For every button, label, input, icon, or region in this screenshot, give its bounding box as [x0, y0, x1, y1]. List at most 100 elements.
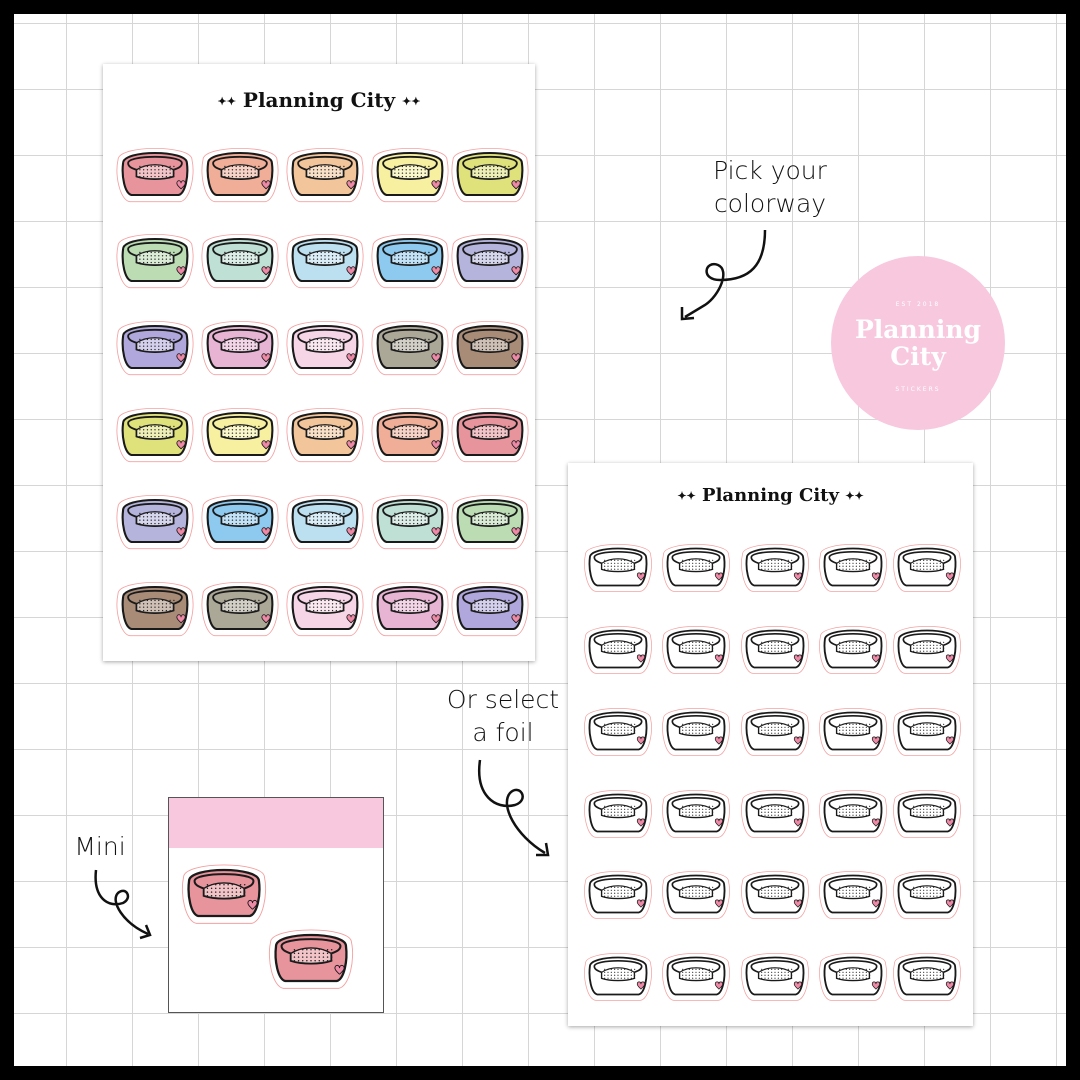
logo-name-line2: City: [890, 342, 946, 371]
pet-bed-sticker: [368, 227, 452, 297]
pet-bed-sticker: [198, 227, 282, 297]
pet-bed-icon: [116, 495, 194, 550]
pet-bed-sticker: [890, 947, 964, 1009]
sheet-title-text: Planning City: [702, 485, 839, 506]
pet-bed-icon: [662, 871, 730, 919]
colorway-sticker-sheet: ✦✦ Planning City ✦✦: [103, 64, 535, 661]
pet-bed-sticker: [368, 141, 452, 211]
curly-arrow-icon: [477, 759, 550, 857]
foil-sticker-sheet: ✦✦ Planning City ✦✦: [568, 463, 973, 1026]
pet-bed-sticker: [368, 488, 452, 558]
pet-bed-icon: [893, 626, 961, 674]
pet-bed-icon: [201, 148, 279, 203]
pet-bed-icon: [116, 234, 194, 289]
pet-bed-sticker: [113, 227, 197, 297]
curly-arrow-icon: [680, 229, 767, 321]
pet-bed-icon: [662, 790, 730, 838]
pet-bed-icon: [741, 626, 809, 674]
pet-bed-icon: [893, 953, 961, 1001]
sheet-title: ✦✦ Planning City ✦✦: [568, 485, 973, 506]
mini-card-header: [169, 798, 383, 848]
pet-bed-sticker: [816, 620, 890, 682]
sheet-title-text: Planning City: [242, 88, 396, 112]
pet-bed-sticker: [738, 620, 812, 682]
pet-bed-sticker: [448, 227, 532, 297]
pet-bed-sticker: [198, 401, 282, 471]
sparkle-icon: ✦✦: [677, 489, 696, 503]
pet-bed-sticker: [659, 947, 733, 1009]
pet-bed-icon: [451, 495, 529, 550]
pet-bed-icon: [584, 708, 652, 756]
pet-bed-icon: [451, 321, 529, 376]
foil-line2: a foil: [472, 718, 534, 747]
pet-bed-sticker: [738, 538, 812, 600]
pet-bed-icon: [371, 582, 449, 637]
pet-bed-icon: [741, 708, 809, 756]
pet-bed-icon: [201, 495, 279, 550]
pet-bed-icon: [584, 626, 652, 674]
pet-bed-icon: [116, 321, 194, 376]
pet-bed-sticker: [178, 857, 270, 933]
pet-bed-icon: [819, 708, 887, 756]
pet-bed-sticker: [581, 620, 655, 682]
pet-bed-sticker: [283, 401, 367, 471]
pet-bed-sticker: [890, 702, 964, 764]
pet-bed-icon: [893, 871, 961, 919]
pet-bed-icon: [371, 408, 449, 463]
pet-bed-sticker: [816, 702, 890, 764]
pet-bed-icon: [451, 408, 529, 463]
pet-bed-icon: [181, 864, 267, 924]
colorway-line2: colorway: [713, 189, 827, 218]
pet-bed-sticker: [283, 575, 367, 645]
pet-bed-sticker: [198, 488, 282, 558]
pet-bed-icon: [116, 582, 194, 637]
pet-bed-icon: [819, 871, 887, 919]
curly-arrow-icon: [94, 869, 152, 940]
pet-bed-icon: [819, 790, 887, 838]
pet-bed-icon: [201, 321, 279, 376]
pet-bed-icon: [116, 148, 194, 203]
pet-bed-sticker: [816, 865, 890, 927]
pet-bed-icon: [268, 929, 354, 989]
pet-bed-sticker: [198, 575, 282, 645]
pet-bed-icon: [819, 626, 887, 674]
pet-bed-sticker: [581, 702, 655, 764]
pet-bed-sticker: [448, 575, 532, 645]
pet-bed-sticker: [448, 401, 532, 471]
pet-bed-icon: [584, 871, 652, 919]
pet-bed-sticker: [581, 947, 655, 1009]
pet-bed-icon: [451, 582, 529, 637]
pet-bed-icon: [662, 626, 730, 674]
pet-bed-sticker: [738, 865, 812, 927]
foil-line1: Or select: [446, 685, 560, 714]
pet-bed-icon: [371, 148, 449, 203]
pet-bed-sticker: [283, 227, 367, 297]
pet-bed-sticker: [816, 784, 890, 846]
pet-bed-icon: [371, 321, 449, 376]
pet-bed-sticker: [581, 538, 655, 600]
pet-bed-sticker: [581, 784, 655, 846]
pet-bed-sticker: [890, 865, 964, 927]
sparkle-icon: ✦✦: [217, 95, 236, 108]
pet-bed-sticker: [283, 141, 367, 211]
pet-bed-sticker: [368, 401, 452, 471]
pet-bed-icon: [819, 544, 887, 592]
pet-bed-icon: [286, 148, 364, 203]
mini-sticker-card: [168, 797, 384, 1013]
logo-name-line1: Planning: [854, 315, 981, 344]
colorway-line1: Pick your: [713, 156, 827, 185]
pet-bed-icon: [741, 790, 809, 838]
pet-bed-sticker: [890, 784, 964, 846]
pet-bed-sticker: [265, 922, 357, 998]
pet-bed-sticker: [816, 538, 890, 600]
pet-bed-icon: [371, 495, 449, 550]
pet-bed-icon: [371, 234, 449, 289]
pet-bed-icon: [662, 953, 730, 1001]
pet-bed-icon: [286, 234, 364, 289]
pet-bed-sticker: [198, 141, 282, 211]
pet-bed-sticker: [659, 784, 733, 846]
pet-bed-sticker: [283, 488, 367, 558]
pet-bed-icon: [201, 234, 279, 289]
pet-bed-icon: [893, 544, 961, 592]
